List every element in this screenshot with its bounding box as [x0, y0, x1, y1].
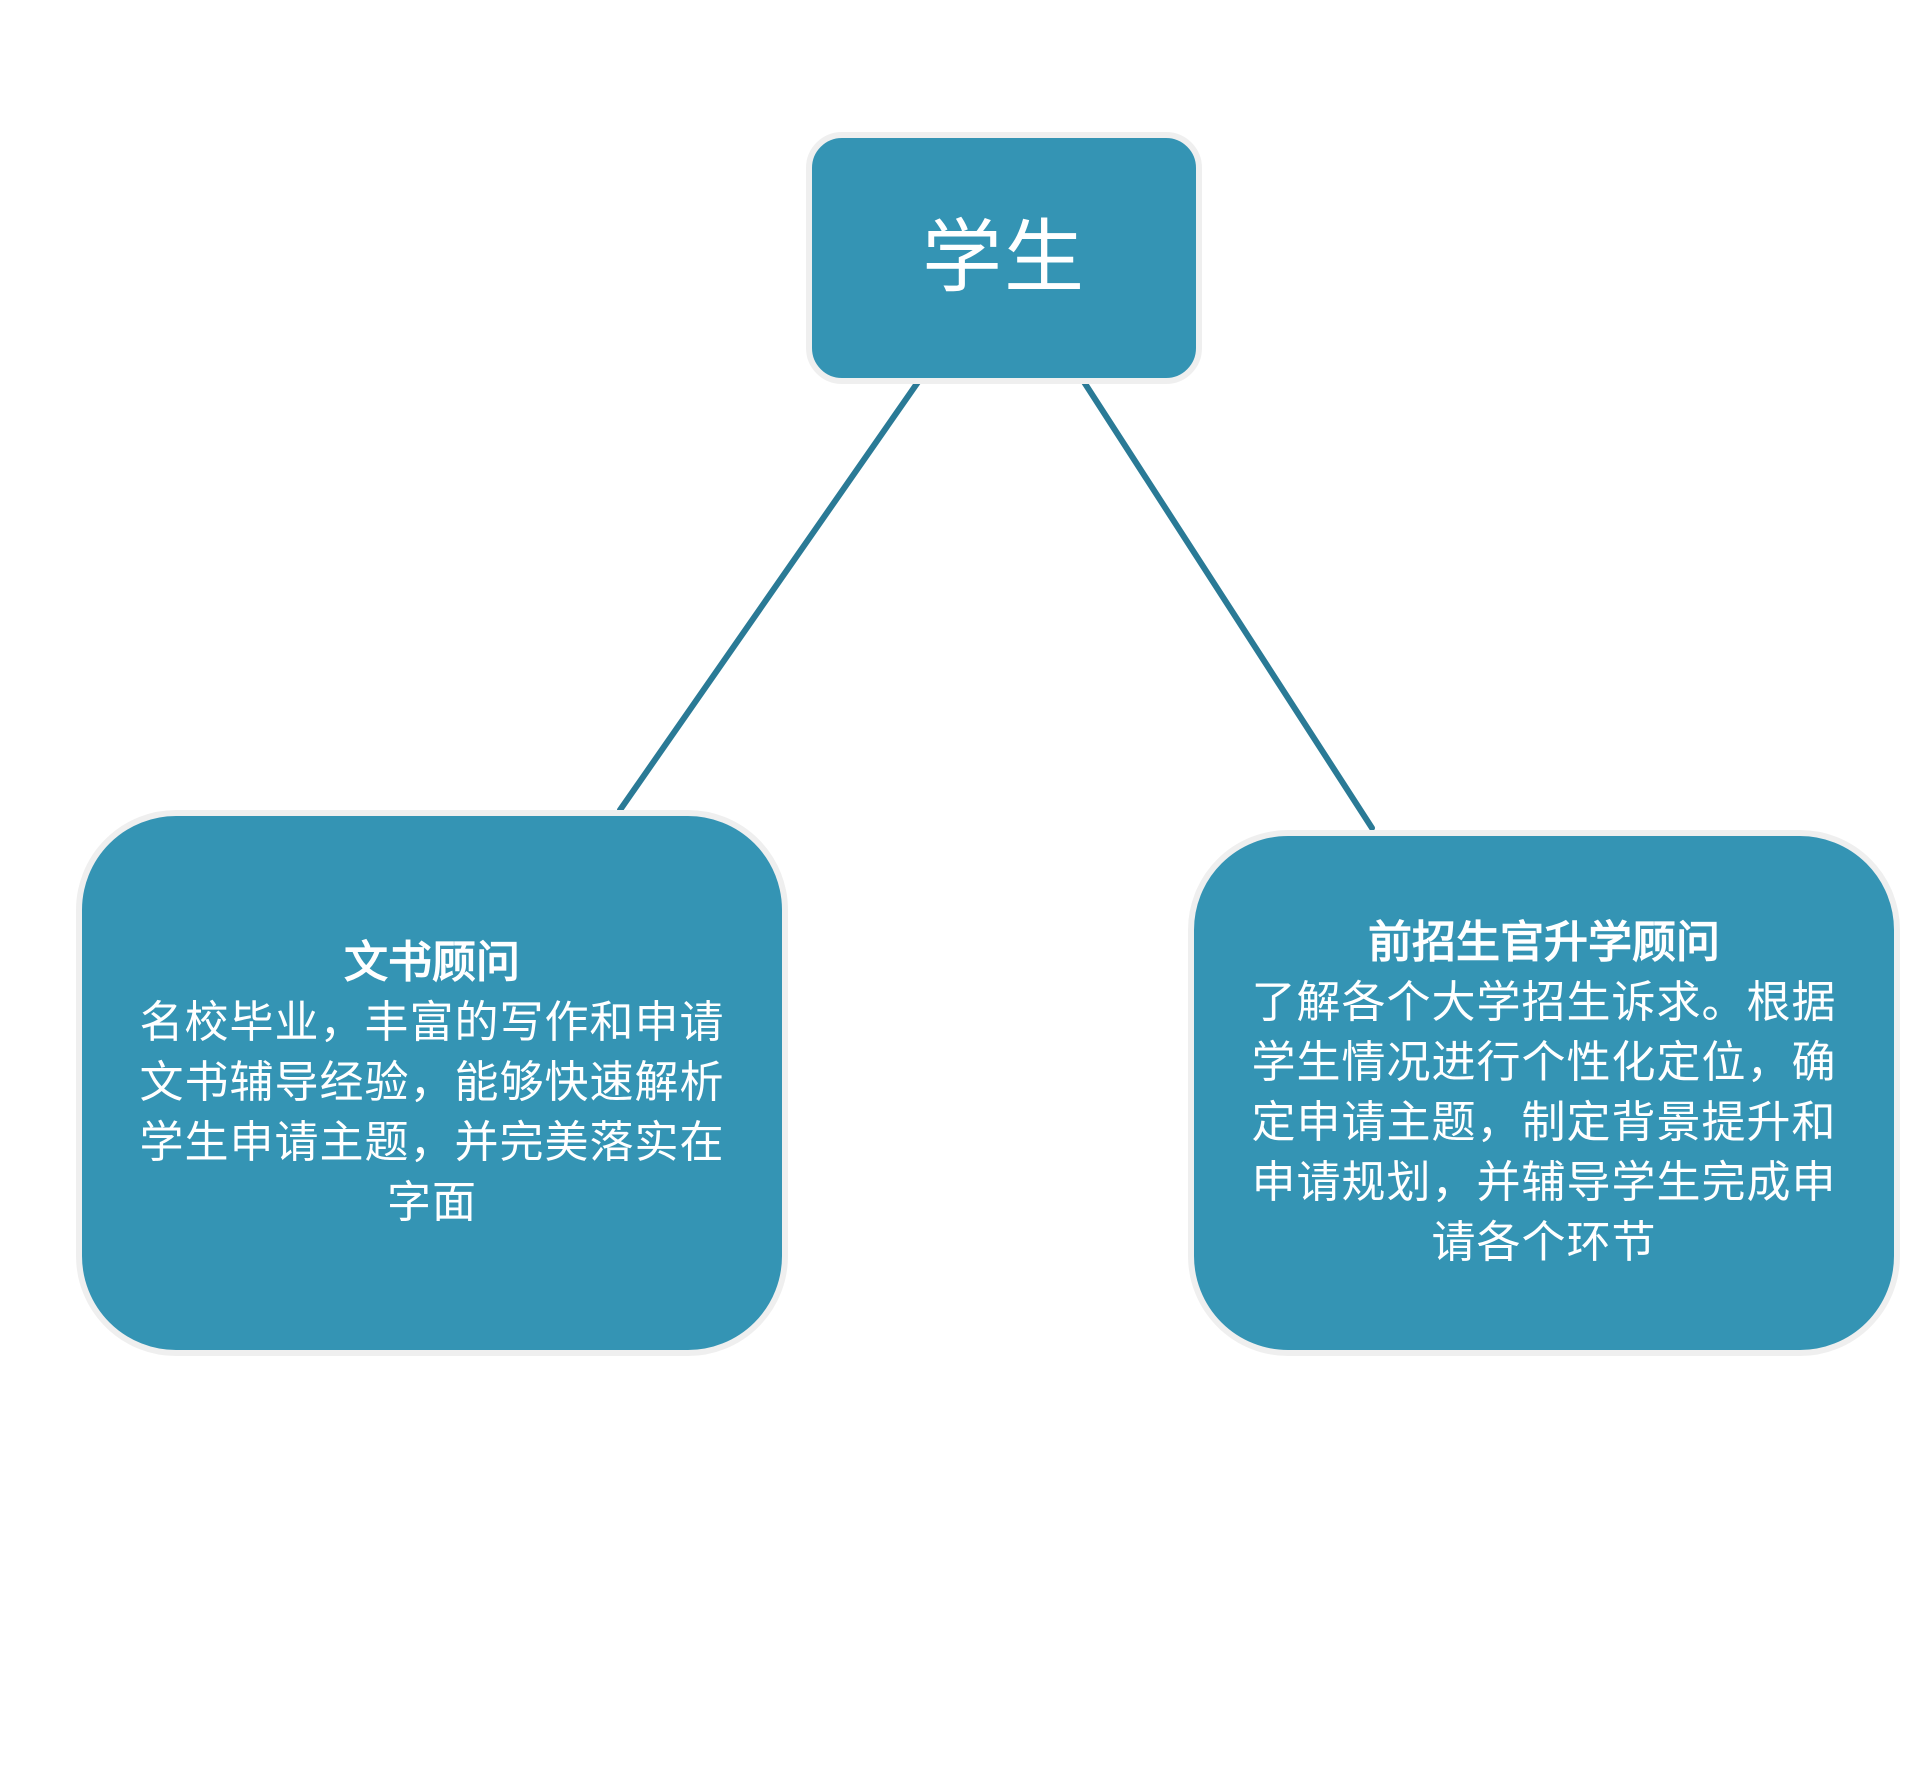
node-essay-consultant-title: 文书顾问: [344, 937, 520, 988]
node-admissions-consultant-title: 前招生官升学顾问: [1368, 917, 1720, 968]
connector-root-to-right: [1081, 379, 1375, 831]
connector-root-to-left: [617, 379, 921, 813]
node-essay-consultant: 文书顾问 名校毕业，丰富的写作和申请文书辅导经验，能够快速解析学生申请主题，并完…: [76, 810, 788, 1356]
node-admissions-consultant-body: 了解各个大学招生诉求。根据学生情况进行个性化定位，确定申请主题，制定背景提升和申…: [1251, 977, 1837, 1268]
node-student-label: 学生: [922, 211, 1086, 304]
node-admissions-consultant: 前招生官升学顾问 了解各个大学招生诉求。根据学生情况进行个性化定位，确定申请主题…: [1188, 830, 1900, 1356]
node-student: 学生: [806, 132, 1202, 384]
node-essay-consultant-body: 名校毕业，丰富的写作和申请文书辅导经验，能够快速解析学生申请主题，并完美落实在字…: [139, 997, 725, 1228]
